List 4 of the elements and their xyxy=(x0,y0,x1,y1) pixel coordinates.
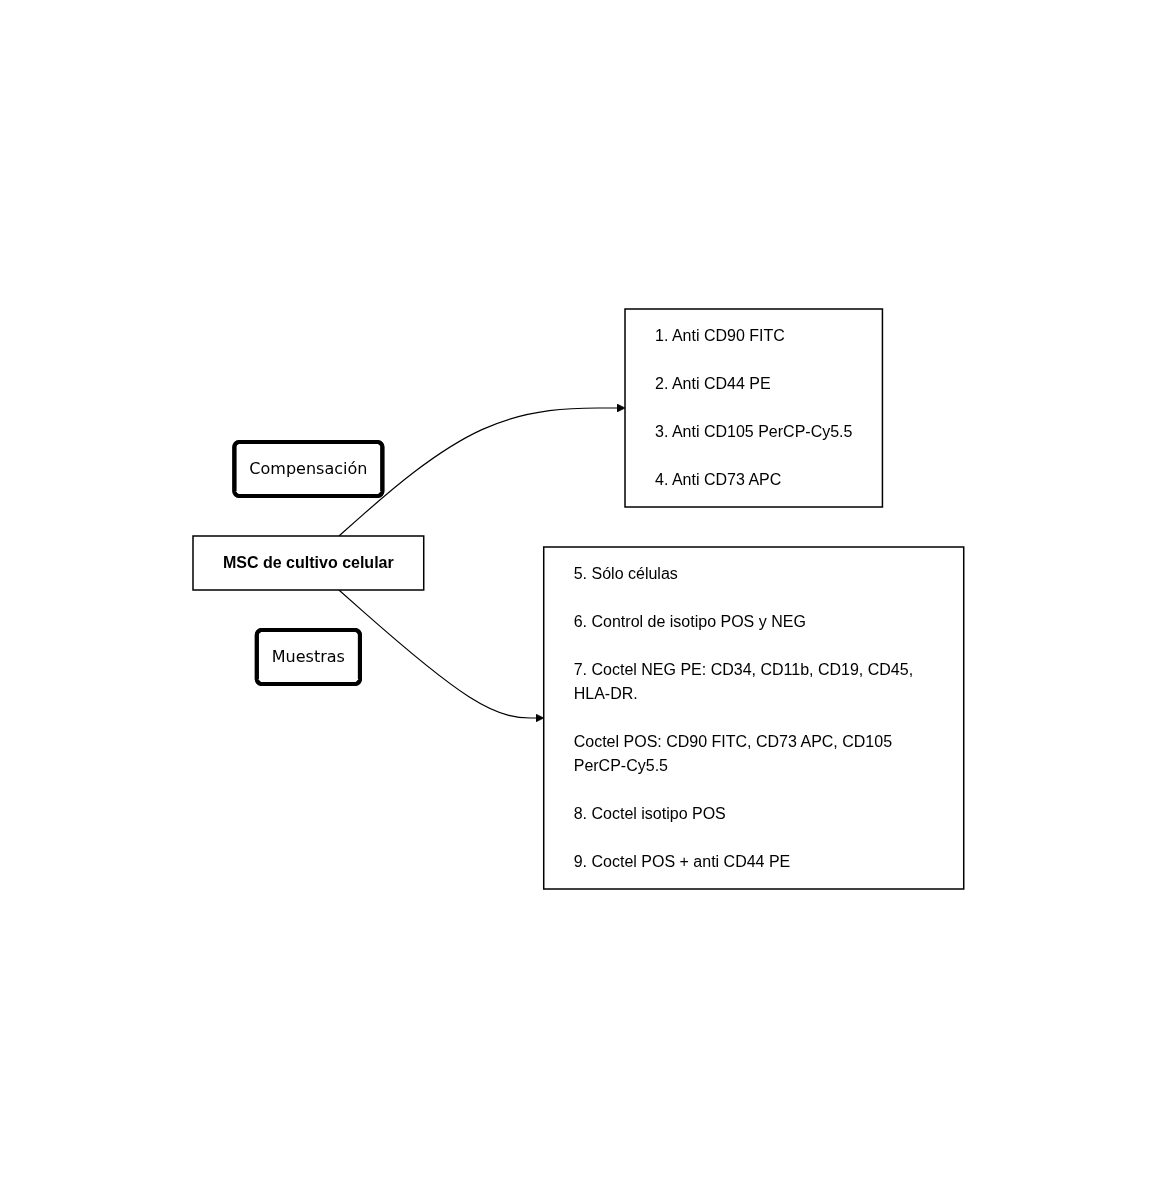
node-box: MSC de cultivo celular xyxy=(192,535,425,591)
arrow xyxy=(338,403,626,537)
node-box: 1. Anti CD90 FITC 2. Anti CD44 PE 3. Anti CD105 PerCP-Cy5.5 4. Anti CD73 APC xyxy=(624,308,884,508)
node-box: 5. Sólo células 6. Control de isotipo POS y NEG 7. Coctel NEG PE: CD34, CD11b, CD19, CD45, HLA-DR. Coctel POS: CD90 FITC, CD73 APC, CD105 PerCP-Cy5.5 8. Coctel isotipo POS 9. Coctel POS + anti CD44 PE xyxy=(543,546,965,890)
